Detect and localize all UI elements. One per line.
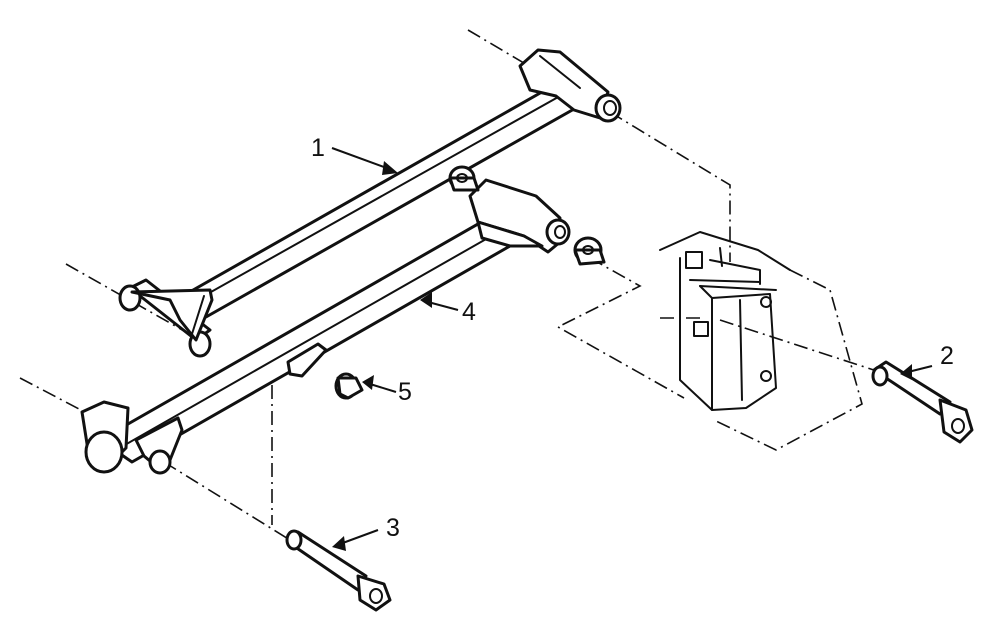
callout-part-4: 4 bbox=[462, 298, 476, 326]
leader-lines bbox=[331, 147, 933, 551]
callout-part-5: 5 bbox=[398, 378, 412, 406]
bushings bbox=[448, 165, 606, 266]
pivot-pin-part-2 bbox=[871, 360, 974, 444]
swing-arm-part-4 bbox=[80, 178, 571, 475]
fastener-part-5 bbox=[334, 372, 364, 400]
mounting-bracket bbox=[659, 231, 863, 451]
upper-frame-part-1 bbox=[118, 48, 622, 358]
assembly-centerlines bbox=[19, 29, 881, 541]
pivot-pin-part-3 bbox=[285, 529, 392, 612]
callout-part-1: 1 bbox=[311, 134, 325, 162]
callout-part-2: 2 bbox=[940, 342, 954, 370]
callout-part-3: 3 bbox=[386, 514, 400, 542]
